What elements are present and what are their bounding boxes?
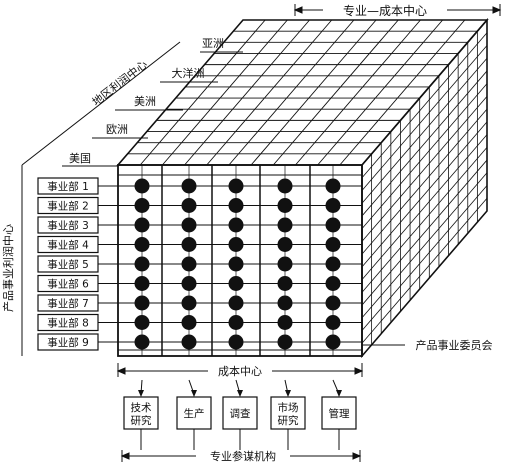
intersection-dot (181, 334, 197, 350)
intersection-dot (228, 334, 244, 350)
division-item: 事业部 4 (37, 235, 118, 254)
division-label: 事业部 8 (47, 317, 89, 330)
intersection-dot (134, 198, 150, 213)
committee-label: 产品事业委员会 (416, 338, 493, 352)
region-label: 美洲 (134, 95, 156, 108)
intersection-dot (325, 315, 341, 330)
intersection-dot (325, 295, 341, 311)
division-item: 事业部 2 (37, 196, 118, 215)
intersection-dot (181, 276, 197, 291)
intersection-dot (277, 256, 293, 272)
intersection-dot (134, 256, 150, 272)
top-label: 专业—成本中心 (343, 3, 427, 18)
division-label: 事业部 1 (47, 180, 89, 193)
intersection-dot (228, 198, 244, 213)
region-label: 美国 (69, 152, 91, 165)
intersection-dot (181, 315, 197, 330)
intersection-dot (325, 178, 341, 194)
intersection-dot (228, 217, 244, 233)
intersection-dot (228, 237, 244, 252)
region-label: 欧洲 (106, 123, 128, 136)
intersection-dot (277, 295, 293, 311)
intersection-dot (181, 217, 197, 233)
cost-center-bracket (116, 363, 364, 377)
function-label-line2: 研究 (131, 414, 152, 427)
intersection-dot (325, 237, 341, 252)
division-label: 事业部 6 (47, 278, 89, 291)
division-item: 事业部 1 (37, 177, 118, 195)
intersection-dot (181, 256, 197, 272)
region-label: 亚洲 (202, 37, 224, 50)
division-item: 事业部 5 (37, 255, 118, 273)
division-label: 事业部 5 (47, 258, 89, 271)
division-list: 事业部 1 事业部 2 事业部 3 事业部 4 事业部 5 事业部 6 事业部 7 事业部 8… (37, 177, 118, 351)
intersection-dot (134, 295, 150, 311)
division-item: 事业部 9 (37, 333, 118, 351)
division-label: 事业部 3 (47, 219, 89, 232)
function-item: 生产 (176, 379, 212, 450)
intersection-dot (228, 178, 244, 194)
function-item: 管理 (321, 379, 357, 450)
intersection-dot (277, 334, 293, 350)
function-label-line2: 研究 (278, 414, 299, 427)
division-item: 事业部 8 (37, 313, 118, 332)
staff-bracket (120, 450, 362, 462)
intersection-dot (228, 315, 244, 330)
region-guide-lines (21, 41, 243, 173)
intersection-dot (325, 198, 341, 213)
intersection-dot (325, 276, 341, 291)
intersection-dot (277, 276, 293, 291)
product-axis-label: 产品事业利润中心 (1, 224, 15, 312)
intersection-dot (134, 315, 150, 330)
intersection-dot (134, 276, 150, 291)
staff-label: 专业参谋机构 (210, 449, 276, 463)
intersection-dots (134, 178, 341, 350)
intersection-dot (181, 237, 197, 252)
function-label: 管理 (329, 407, 350, 420)
intersection-dot (277, 217, 293, 233)
intersection-dot (181, 295, 197, 311)
division-item: 事业部 6 (37, 274, 118, 293)
function-label-line1: 技术 (131, 401, 152, 414)
division-label: 事业部 2 (47, 200, 89, 213)
intersection-dot (181, 178, 197, 194)
intersection-dot (277, 178, 293, 194)
function-list: 技术研究生产调查市场研究管理 (123, 379, 357, 450)
intersection-dot (277, 198, 293, 213)
cube-top-face (116, 19, 489, 166)
intersection-dot (277, 237, 293, 252)
intersection-dot (134, 217, 150, 233)
intersection-dot (181, 198, 197, 213)
intersection-dot (228, 295, 244, 311)
division-item: 事业部 7 (37, 294, 118, 312)
intersection-dot (134, 178, 150, 194)
top-bracket (293, 4, 502, 16)
division-item: 事业部 3 (37, 216, 118, 234)
intersection-dot (325, 217, 341, 233)
cube-right-face (361, 17, 488, 359)
division-label: 事业部 7 (47, 297, 89, 310)
intersection-dot (228, 276, 244, 291)
division-label: 事业部 9 (47, 336, 89, 349)
region-label: 大洋洲 (172, 66, 205, 80)
intersection-dot (277, 315, 293, 330)
intersection-dot (134, 334, 150, 350)
cost-center-label: 成本中心 (218, 364, 262, 378)
function-item: 调查 (222, 379, 258, 450)
intersection-dot (134, 237, 150, 252)
function-label-line1: 市场 (278, 401, 299, 414)
function-label: 生产 (184, 407, 205, 420)
intersection-dot (228, 256, 244, 272)
intersection-dot (325, 256, 341, 272)
function-label: 调查 (230, 407, 251, 420)
division-label: 事业部 4 (47, 239, 89, 252)
intersection-dot (325, 334, 341, 350)
